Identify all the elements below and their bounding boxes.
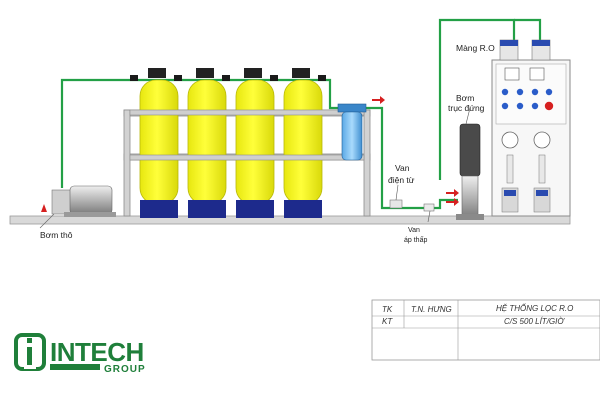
tb-kt-label: KT	[382, 317, 393, 326]
filter-tank-4	[283, 68, 323, 218]
flow-arrows	[41, 96, 459, 212]
tb-tk-value: T.N. HƯNG	[411, 305, 452, 314]
solenoid-valve	[389, 184, 403, 209]
label-low-pressure-valve-2: áp thấp	[404, 235, 427, 244]
label-solenoid-valve-2: điện từ	[388, 175, 415, 185]
filter-tank-2	[187, 68, 227, 218]
tb-title-line2: C/S 500 LÍT/GIỜ	[504, 317, 565, 326]
filter-tank-1	[139, 68, 179, 218]
equipment-labels: Màng R.O Bơm trục đứng Van điện từ Bơm t…	[40, 43, 495, 244]
top-valves	[130, 75, 326, 81]
raw-water-pump	[39, 185, 116, 229]
label-membrane: Màng R.O	[456, 43, 495, 53]
title-block: TK T.N. HƯNG KT HỆ THỐNG LỌC R.O C/S 500…	[371, 299, 600, 361]
label-raw-pump: Bơm thô	[40, 230, 73, 240]
intech-logo: INTECH GROUP	[14, 333, 146, 375]
filter-tank-3	[235, 68, 275, 218]
ro-membranes	[499, 39, 551, 61]
tb-title-line1: HỆ THỐNG LỌC R.O	[496, 304, 573, 313]
label-vertical-pump-2: trục đứng	[448, 103, 485, 113]
logo-sub-text: GROUP	[104, 364, 146, 375]
vertical-pump	[456, 107, 484, 220]
tb-tk-label: TK	[382, 305, 393, 314]
label-vertical-pump-1: Bơm	[456, 93, 474, 103]
ro-cabinet	[491, 59, 571, 217]
low-pressure-valve	[423, 203, 435, 223]
label-solenoid-valve-1: Van	[395, 163, 410, 173]
logo-main-text: INTECH	[50, 337, 144, 367]
logo-mark-icon	[14, 333, 46, 371]
label-low-pressure-valve-1: Van	[408, 227, 420, 234]
tank-straps	[129, 109, 365, 161]
filter-tanks	[139, 68, 323, 218]
cartridge-filter	[337, 103, 367, 161]
